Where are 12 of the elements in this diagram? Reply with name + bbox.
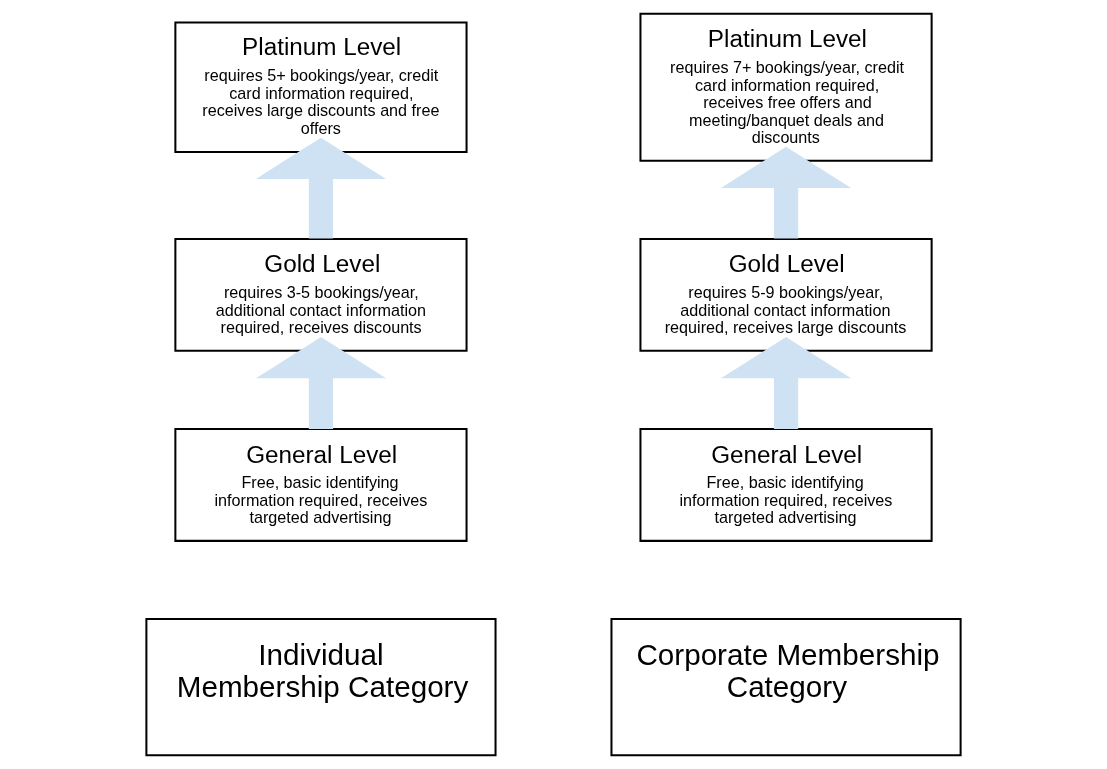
node-box: Gold Level requires 3-5 bookings/year, additional contact information required, receives discounts	[174, 237, 468, 352]
node-box: Platinum Level requires 7+ bookings/year, credit card information required, receives free offers and meeting/banquet deals and discounts	[639, 12, 933, 162]
node-box: General Level Free, basic identifying information required, receives targeted advertising	[174, 428, 468, 542]
arrow	[720, 336, 852, 429]
arrow	[720, 146, 852, 239]
arrow	[255, 336, 387, 429]
node-box: General Level Free, basic identifying information required, receives targeted advertising	[639, 428, 933, 542]
node-box: Gold Level requires 5-9 bookings/year, additional contact information required, receives large discounts	[639, 237, 933, 352]
node-box: Corporate Membership Category	[610, 618, 962, 757]
node-box: Platinum Level requires 5+ bookings/year, credit card information required, receives large discounts and free offers	[174, 21, 468, 153]
node-box: Individual Membership Category	[145, 618, 497, 757]
arrow	[255, 137, 387, 239]
